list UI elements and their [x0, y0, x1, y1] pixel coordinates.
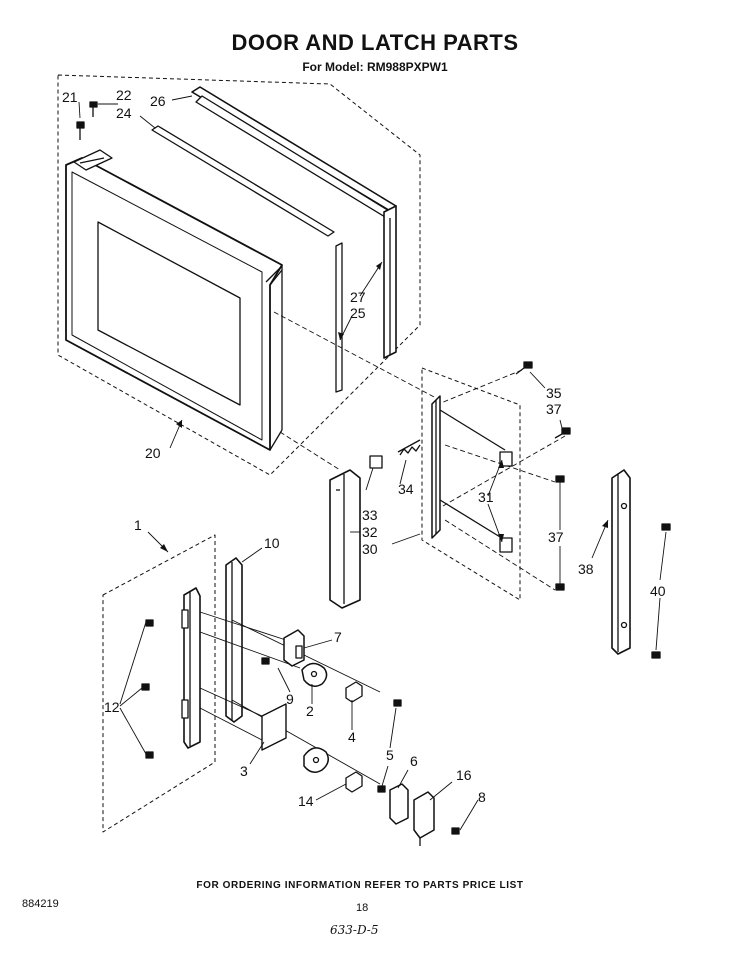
screw-35-icon [515, 361, 533, 375]
actuator-plate-3 [261, 703, 287, 751]
callout-31: 31 [478, 489, 494, 505]
screw-40-upper-icon [661, 523, 671, 531]
callout-2: 2 [306, 703, 314, 719]
screw-12-upper-icon [145, 619, 154, 627]
callout-12: 12 [104, 699, 120, 715]
callout-labels: 21 22 24 26 20 27 25 35 37 34 31 33 32 3… [62, 87, 666, 809]
switch-assembly-boundary [102, 534, 216, 833]
cam-2 [301, 662, 328, 687]
screw-12-lower-icon [145, 751, 154, 759]
ordering-note: FOR ORDERING INFORMATION REFER TO PARTS … [196, 880, 524, 891]
latch-assembly-boundary [421, 367, 521, 601]
callout-5: 5 [386, 747, 394, 763]
callout-7: 7 [334, 629, 342, 645]
interlock-arm [225, 557, 243, 723]
callout-10: 10 [264, 535, 280, 551]
latch-bracket [431, 395, 513, 553]
callout-35: 35 [546, 385, 562, 401]
door-gasket-frame [191, 86, 397, 359]
screw-12-mid-icon [141, 683, 150, 691]
callout-1: 1 [134, 517, 142, 533]
switch-6 [389, 783, 409, 825]
callout-9: 9 [286, 691, 294, 707]
spring-34 [397, 439, 421, 456]
callout-37-upper: 37 [546, 401, 562, 417]
callout-24: 24 [116, 105, 132, 121]
switch-16 [413, 791, 435, 846]
bracket-4 [345, 681, 363, 703]
page-title: DOOR AND LATCH PARTS [231, 30, 519, 55]
callout-4: 4 [348, 729, 356, 745]
switch-7 [283, 629, 305, 667]
callout-26: 26 [150, 93, 166, 109]
callout-40: 40 [650, 583, 666, 599]
callout-30: 30 [362, 541, 378, 557]
assembly-guide-lines [273, 311, 566, 591]
cam-lower [303, 747, 329, 773]
door-frame [65, 157, 283, 451]
screw-37-lower-icon [555, 583, 565, 591]
switch-mounting-plate [181, 587, 201, 749]
screw-8-icon [451, 827, 460, 835]
screw-5-lower-icon [377, 785, 386, 793]
latch-hook-33 [369, 455, 383, 469]
model-subtitle: For Model: RM988PXPW1 [302, 60, 448, 74]
callout-14: 14 [298, 793, 314, 809]
latch-cover-plate [611, 469, 631, 655]
callout-34: 34 [398, 481, 414, 497]
page-number: 18 [356, 902, 369, 914]
callout-33: 33 [362, 507, 378, 523]
callout-38: 38 [578, 561, 594, 577]
seal-strip-25 [335, 242, 343, 393]
seal-strip-24 [151, 125, 335, 237]
callout-22: 22 [116, 87, 132, 103]
bracket-14 [345, 771, 363, 793]
callout-20: 20 [145, 445, 161, 461]
callout-6: 6 [410, 753, 418, 769]
door-assembly-boundary [57, 74, 421, 476]
callout-32: 32 [362, 524, 378, 540]
screw-37-upper-icon [554, 427, 571, 439]
screw-9-icon [261, 657, 270, 665]
callout-3: 3 [240, 763, 248, 779]
screw-37-mid-icon [555, 475, 565, 483]
screw-21-icon [76, 121, 85, 140]
document-number: 884219 [22, 898, 59, 910]
handwritten-note: 633-D-5 [330, 923, 379, 937]
callout-16: 16 [456, 767, 472, 783]
callout-8: 8 [478, 789, 486, 805]
door-top-trim [73, 149, 113, 171]
callout-27: 27 [350, 289, 366, 305]
door-handle [329, 469, 361, 609]
callout-arrowheads [160, 262, 608, 552]
callout-25: 25 [350, 305, 366, 321]
switch-guide-lines [199, 611, 381, 785]
screw-5-upper-icon [393, 699, 402, 707]
callout-21: 21 [62, 89, 78, 105]
callout-37-lower: 37 [548, 529, 564, 545]
screw-40-lower-icon [651, 651, 661, 659]
screw-22-icon [89, 101, 98, 117]
